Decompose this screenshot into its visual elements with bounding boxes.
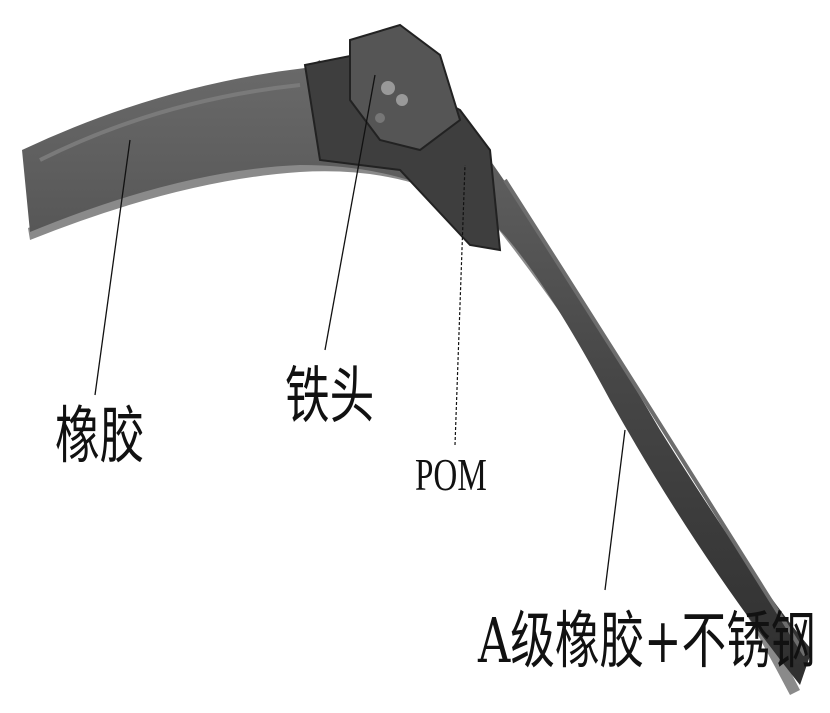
rubber-highlight [39,83,301,162]
label-blade-material: A级橡胶+不锈钢 [478,604,816,677]
rivet-hole [396,94,408,106]
rivet-hole [381,81,395,95]
leader-pom [454,164,466,446]
leader-rubber [94,139,131,396]
leader-iron-head [324,74,376,351]
label-iron-head: 铁头 [285,359,375,432]
rivet-hole [375,113,385,123]
blade-highlight [503,178,807,657]
label-pom: POM [415,449,487,500]
leader-blade [604,429,626,591]
rubber-body [22,60,812,685]
label-rubber: 橡胶 [55,399,145,472]
